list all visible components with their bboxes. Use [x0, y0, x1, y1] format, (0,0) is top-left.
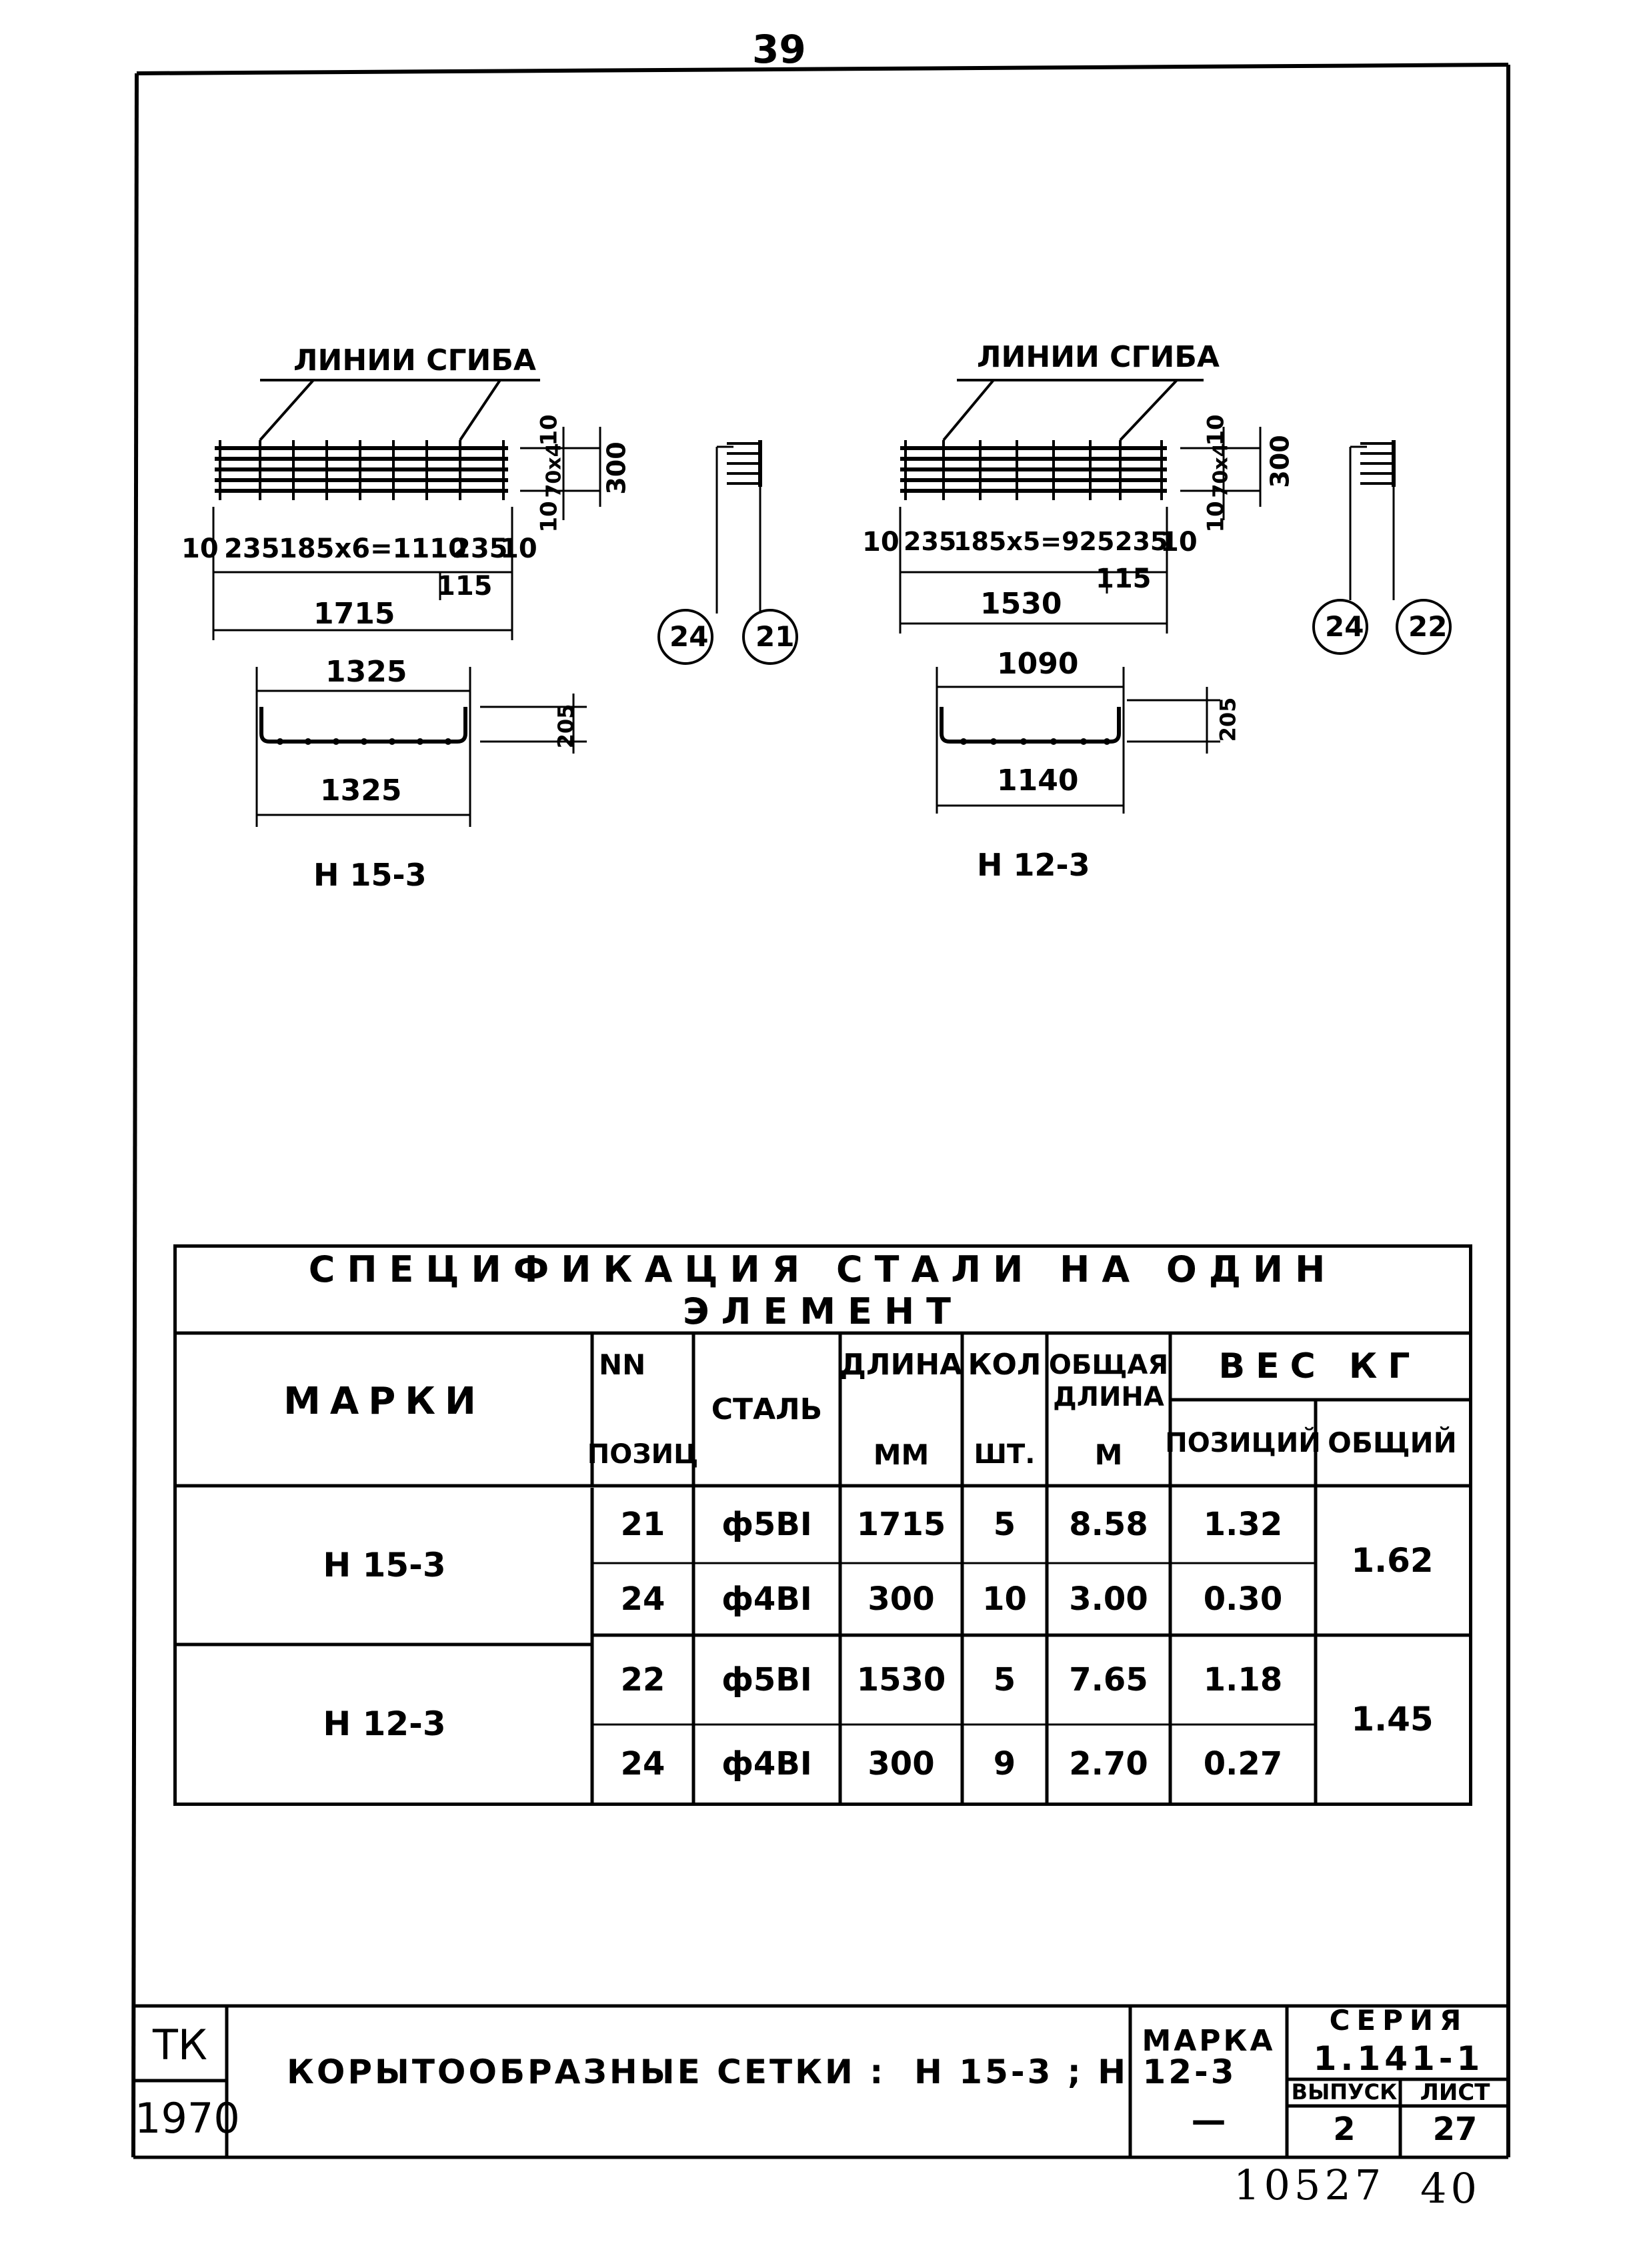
- header-marks: МАРКИ: [283, 1380, 485, 1423]
- footer-number-right: 40: [1420, 2164, 1481, 2213]
- row-pos: 21: [620, 1506, 665, 1543]
- header-length-unit: ММ: [873, 1438, 930, 1471]
- spec-table: СПЕЦИФИКАЦИЯ СТАЛИ НА ОДИН ЭЛЕМЕНТ МАРКИ…: [173, 1244, 1472, 1806]
- marka-value: —: [1191, 2101, 1226, 2141]
- dim-label: 10: [181, 533, 219, 564]
- header-qty: КОЛ: [968, 1347, 1042, 1382]
- row-weight: 0.30: [1203, 1580, 1283, 1618]
- row-total-length: 2.70: [1069, 1745, 1148, 1783]
- position-marker: 21: [755, 620, 795, 653]
- dim-label: 185x5=925: [954, 527, 1115, 556]
- series-label: СЕРИЯ: [1329, 2004, 1468, 2037]
- position-marker: 24: [1325, 610, 1364, 643]
- series-value: 1.141-1: [1313, 2039, 1484, 2078]
- row-steel: ф4ВI: [721, 1745, 812, 1783]
- header-weight-total: ОБЩИЙ: [1328, 1426, 1457, 1459]
- row-steel: ф5ВI: [721, 1661, 812, 1698]
- dim-label: 235: [452, 533, 508, 564]
- header-length: ДЛИНА: [840, 1347, 963, 1382]
- row-qty: 10: [982, 1580, 1027, 1618]
- header-nn: NN: [599, 1348, 646, 1381]
- dim-label: 10: [500, 533, 537, 564]
- dim-label: 10: [1160, 527, 1198, 557]
- row-weight: 1.32: [1203, 1506, 1283, 1543]
- dim-label: 115: [1096, 563, 1152, 594]
- trough-top-dim: 1325: [325, 655, 407, 689]
- sheet-label: ЛИСТ: [1420, 2079, 1490, 2106]
- dim-label: 235: [904, 527, 957, 556]
- dim-label: 185x6=1110: [279, 533, 467, 564]
- row-steel: ф5ВI: [721, 1506, 812, 1543]
- header-weight-positions: ПОЗИЦИЙ: [1165, 1427, 1321, 1458]
- header-pozic: ПОЗИЦ: [587, 1439, 699, 1470]
- spec-title: СПЕЦИФИКАЦИЯ СТАЛИ НА ОДИН ЭЛЕМЕНТ: [308, 1248, 1338, 1332]
- page-number: 39: [752, 27, 806, 72]
- row-total-length: 7.65: [1069, 1661, 1148, 1698]
- dim-label: 235: [1115, 527, 1168, 556]
- drawing-n12-3: [899, 379, 1452, 814]
- table-grid: [173, 1331, 1472, 1806]
- marka-label: МАРКА: [1142, 2024, 1276, 2058]
- row-length: 300: [868, 1745, 935, 1783]
- row-qty: 5: [993, 1506, 1016, 1543]
- header-total-length: ОБЩАЯ ДЛИНА: [1048, 1350, 1169, 1412]
- issue-label: ВЫПУСК: [1291, 2079, 1398, 2105]
- group-mark: Н 12-3: [323, 1704, 446, 1743]
- row-pos: 22: [620, 1661, 665, 1698]
- mark-label: Н 15-3: [313, 857, 427, 893]
- dim-label: 115: [437, 571, 493, 602]
- dim-label: 10: [862, 527, 900, 557]
- overall-length-label: 1530: [980, 587, 1062, 621]
- group-total-weight: 1.45: [1351, 1699, 1434, 1739]
- row-length: 1530: [856, 1661, 946, 1698]
- header-qty-unit: ШТ.: [974, 1439, 1036, 1470]
- row-length: 1715: [856, 1506, 946, 1543]
- row-pos: 24: [620, 1580, 665, 1618]
- bend-lines-label: ЛИНИИ СГИБА: [293, 343, 536, 377]
- header-steel: СТАЛЬ: [711, 1392, 823, 1426]
- year: 1970: [135, 2094, 240, 2143]
- row-steel: ф4ВI: [721, 1580, 812, 1618]
- header-weight: ВЕС КГ: [1218, 1346, 1421, 1386]
- row-qty: 5: [993, 1661, 1016, 1698]
- row-length: 300: [868, 1580, 935, 1618]
- sheet-description: КОРЫТООБРАЗНЫЕ СЕТКИ : Н 15-3 ; Н 12-3: [287, 2053, 1237, 2091]
- row-total-length: 8.58: [1069, 1506, 1148, 1543]
- position-marker: 24: [669, 620, 709, 653]
- row-weight: 0.27: [1203, 1745, 1283, 1783]
- row-qty: 9: [993, 1745, 1016, 1783]
- mark-label: Н 12-3: [977, 847, 1090, 883]
- row-weight: 1.18: [1203, 1661, 1283, 1698]
- trough-top-dim: 1090: [997, 647, 1079, 681]
- group-total-weight: 1.62: [1351, 1541, 1434, 1580]
- position-marker: 22: [1408, 610, 1448, 643]
- sheet-value: 27: [1432, 2111, 1478, 2148]
- group-mark: Н 15-3: [323, 1546, 446, 1584]
- issue-value: 2: [1333, 2111, 1356, 2148]
- dim-label: 235: [224, 533, 280, 564]
- row-total-length: 3.00: [1069, 1580, 1148, 1618]
- overall-length-label: 1715: [313, 597, 395, 631]
- footer-number-left: 10527: [1234, 2161, 1386, 2209]
- bend-lines-label: ЛИНИИ СГИБА: [977, 340, 1220, 374]
- org-code: ТК: [153, 2021, 207, 2069]
- header-total-length-unit: М: [1094, 1438, 1123, 1471]
- trough-bottom-dim: 1325: [320, 774, 402, 808]
- drawing-n15-3: [212, 379, 798, 827]
- trough-bottom-dim: 1140: [997, 764, 1079, 798]
- row-pos: 24: [620, 1745, 665, 1783]
